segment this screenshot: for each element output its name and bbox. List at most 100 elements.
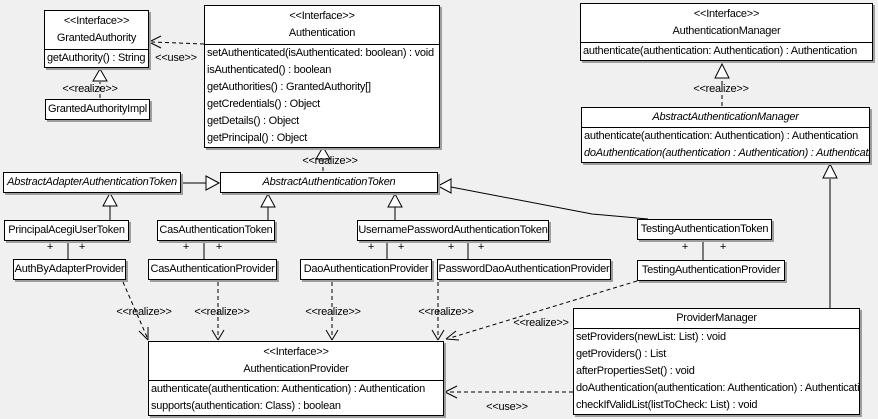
class-name: GrantedAuthorityImpl [48,103,147,115]
realize-testingprovider: <<realize>> [445,280,638,341]
compartment-divider [581,42,872,43]
realize-grantedauthorityimpl-grantedauthority: <<realize>> [62,68,118,98]
method-row: getAuthorities() : GrantedAuthority[] [207,81,371,93]
plus-label: + [682,241,688,253]
method-row: authenticate(authentication: Authenticat… [584,130,859,142]
association-testingtoken-testingprovider: + + [682,241,726,260]
class-name: TestingAuthenticationToken [640,223,769,235]
compartment-divider [574,328,859,329]
class-granted-authority: <<Interface>> GrantedAuthority getAuthor… [44,10,149,68]
realize-label: <<realize>> [194,306,249,318]
use-dependency-providermanager-authenticationprovider: <<use>> [444,385,573,413]
realize-authbyadapterprovider: <<realize>> [116,281,172,341]
compartment-divider [582,127,869,128]
generalization-testingtoken [436,178,649,220]
class-name: AbstractAdapterAuthenticationToken [7,176,177,188]
generalization-principaltoken [102,191,118,220]
method-row: getDetails() : Object [207,115,299,127]
class-cas-authentication-token: CasAuthenticationToken [157,220,275,241]
use-dependency-authentication-grantedauthority: <<use>> [148,35,205,64]
stereotype: <<Interface>> [63,15,130,27]
plus-label: + [398,241,404,253]
realize-label: <<realize>> [305,306,360,318]
association-castoken-casprovider: + + [183,241,222,259]
generalization-castoken [260,192,276,220]
class-testing-authentication-token: TestingAuthenticationToken [637,219,772,240]
plus-label: + [183,241,189,253]
class-name: CasAuthenticationProvider [150,263,275,275]
method-row: setProviders(newList: List) : void [576,331,726,343]
class-name: AuthenticationProvider [243,363,349,375]
class-authentication-manager: <<Interface>> AuthenticationManager auth… [580,3,873,61]
compartment-divider [205,44,439,45]
method-row: getCredentials() : Object [207,98,320,110]
plus-label: + [448,241,454,253]
association-usernamepasswordtoken-passworddaoprovider: + + [448,241,484,259]
class-name: GrantedAuthority [56,32,137,44]
plus-label: + [216,241,222,253]
class-dao-authentication-provider: DaoAuthenticationProvider [300,259,432,280]
class-abstract-authentication-manager: AbstractAuthenticationManager authentica… [581,107,870,163]
stereotype: <<Interface>> [693,8,760,20]
plus-label: + [720,241,726,253]
class-provider-manager: ProviderManager setProviders(newList: Li… [573,308,860,415]
class-name: Authentication [288,27,356,39]
realize-label: <<realize>> [302,155,357,167]
class-authentication-provider: <<Interface>> AuthenticationProvider aut… [148,341,444,416]
method-row: authenticate(authentication: Authenticat… [583,45,858,57]
class-name: PasswordDaoAuthenticationProvider [438,263,610,275]
realize-casprovider: <<realize>> [194,282,250,341]
method-row: getAuthority() : String [47,52,146,64]
class-auth-by-adapter-provider: AuthByAdapterProvider [13,259,126,280]
class-granted-authority-impl: GrantedAuthorityImpl [45,99,150,120]
generalization-abstractadapter-to-abstracttoken [180,175,221,191]
realize-label: <<realize>> [62,83,117,95]
method-row: getPrincipal() : Object [207,132,308,144]
stereotype: <<Interface>> [263,346,329,358]
method-row: supports(authentication: Class) : boolea… [151,400,341,412]
class-authentication: <<Interface>> Authentication setAuthenti… [204,5,440,148]
plus-label: + [478,241,484,253]
realize-abstracttoken-authentication: <<realize>> [302,146,358,171]
use-label: <<use>> [155,52,197,64]
realize-passworddaoprovider: <<realize>> [418,282,474,341]
class-name: AbstractAuthenticationManager [652,111,799,123]
stereotype: <<Interface>> [289,10,355,22]
realize-daoprovider: <<realize>> [305,282,361,341]
class-username-password-authentication-token: UsernamePasswordAuthenticationToken [357,220,549,241]
compartment-divider [45,49,148,50]
method-row: authenticate(authentication: Authenticat… [151,383,426,395]
class-cas-authentication-provider: CasAuthenticationProvider [148,259,277,280]
class-name: TestingAuthenticationProvider [641,264,781,276]
use-label: <<use>> [486,401,528,413]
class-principal-acegi-user-token: PrincipalAcegiUserToken [4,220,129,241]
generalization-usernamepasswordtoken [387,192,403,220]
class-name: CasAuthenticationToken [159,224,273,236]
realize-label: <<realize>> [418,306,473,318]
plus-label: + [47,241,53,253]
class-name: DaoAuthenticationProvider [303,263,429,275]
association-principaltoken-authbyadapterprovider: + + [47,241,85,259]
class-name: AuthenticationManager [672,25,781,37]
class-name: ProviderManager [676,312,757,324]
generalization-providermanager [822,162,838,308]
association-usernamepasswordtoken-daoprovider: + + [368,241,404,259]
class-abstract-adapter-authentication-token: AbstractAdapterAuthenticationToken [3,172,181,193]
method-row: isAuthenticated() : boolean [207,64,332,76]
method-row: getProviders() : List [576,348,667,360]
method-row: checkIfValidList(listToCheck: List) : vo… [576,399,758,411]
method-row: setAuthenticated(isAuthenticated: boolea… [207,47,434,59]
method-row: afterPropertiesSet() : void [576,365,695,377]
realize-abstractmanager-authenticationmanager: <<realize>> [693,62,749,106]
class-password-dao-authentication-provider: PasswordDaoAuthenticationProvider [437,259,611,280]
class-name: AuthByAdapterProvider [14,263,125,275]
compartment-divider [149,380,443,381]
realize-label: <<realize>> [693,83,748,95]
method-row: doAuthentication(authentication: Authent… [576,382,859,394]
class-name: AbstractAuthenticationToken [262,176,396,188]
class-testing-authentication-provider: TestingAuthenticationProvider [637,260,785,281]
realize-label: <<realize>> [116,306,171,318]
abstract-method-row: doAuthentication(authentication : Authen… [584,147,869,159]
